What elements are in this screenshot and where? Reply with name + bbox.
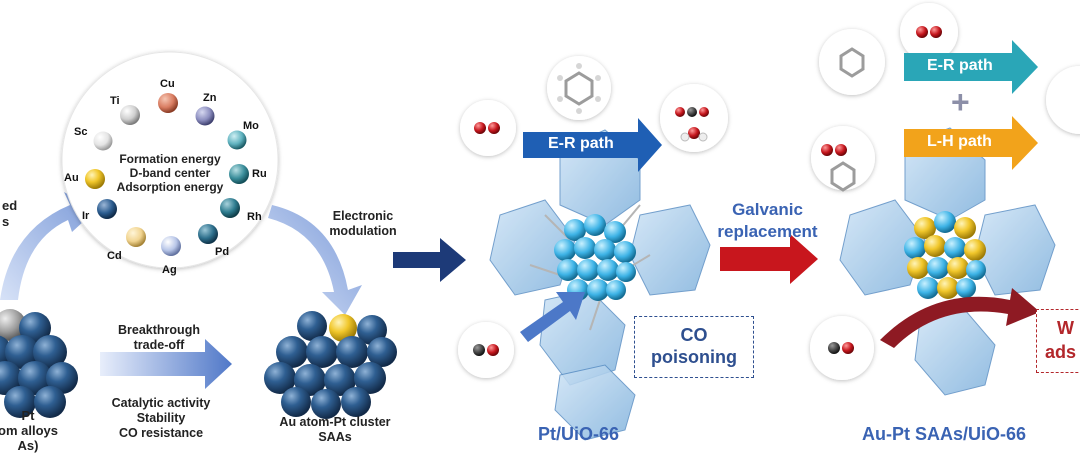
benzene-atoms xyxy=(557,63,601,114)
element-label-ag: Ag xyxy=(162,264,177,276)
cut-label-top-2: s xyxy=(2,214,10,229)
benzene-molecule-icon xyxy=(564,71,594,106)
weak-adsorption-text: W ads xyxy=(1045,316,1076,364)
modulation-label: Electronic modulation xyxy=(318,209,408,239)
cut-label-top-1: ed xyxy=(2,198,18,213)
element-spheres xyxy=(85,93,249,256)
plus-sign: + xyxy=(951,84,970,120)
galvanic-label-2: replacement xyxy=(717,222,818,241)
element-label-pd: Pd xyxy=(215,246,230,258)
o2-molecule-icon-right-top xyxy=(916,26,942,38)
element-label-cd: Cd xyxy=(107,250,122,262)
element-label-ru: Ru xyxy=(252,168,267,180)
element-label-rh: Rh xyxy=(247,211,262,223)
descriptor-adsorption: Adsorption energy xyxy=(116,180,224,194)
element-label-zn: Zn xyxy=(203,92,217,104)
lh-path-label-right: L-H path xyxy=(927,133,992,150)
co-molecule-icon-right xyxy=(828,342,854,354)
o2-molecule-icon-right-mid xyxy=(821,144,847,156)
co-molecule-icon xyxy=(473,344,499,356)
pt-alloy-label: Pt om alloys As) xyxy=(0,408,68,453)
au-pt-saa-cluster xyxy=(904,211,986,299)
weak-adsorption-curve-arrow xyxy=(880,288,1040,348)
pt-nanocluster xyxy=(554,214,636,301)
pt-alloy-label-3: As) xyxy=(17,438,39,453)
product-label-1: Au atom-Pt cluster xyxy=(279,415,391,429)
weak-adsorption-line-2: ads xyxy=(1045,342,1077,362)
element-label-mo: Mo xyxy=(243,120,259,132)
navy-arrow xyxy=(393,238,466,282)
property-co-resistance: CO resistance xyxy=(118,426,204,440)
caption-au-pt-saas: Au-Pt SAAs/UiO-66 xyxy=(862,424,1027,444)
modulation-label-2: modulation xyxy=(329,224,397,238)
cut-label-top: ed s xyxy=(2,198,17,230)
galvanic-label-1: Galvanic xyxy=(732,200,803,219)
product-label: Au atom-Pt cluster SAAs xyxy=(270,415,400,445)
galvanic-label: Galvanic replacement xyxy=(700,199,835,243)
element-label-ti: Ti xyxy=(110,95,120,107)
galvanic-replacement-arrow xyxy=(720,234,818,284)
element-label-cu: Cu xyxy=(160,78,175,90)
pt-alloy-label-1: Pt xyxy=(21,408,35,423)
property-list: Catalytic activity Stability CO resistan… xyxy=(95,396,227,441)
co-attack-arrow xyxy=(520,292,585,342)
weak-adsorption-box: W ads xyxy=(1036,309,1080,373)
element-label-sc: Sc xyxy=(74,126,88,138)
curved-arrow-upleft xyxy=(0,192,96,300)
er-path-arrow-right xyxy=(904,40,1038,94)
benzene-molecule-icon-right xyxy=(830,47,865,192)
descriptor-list: Formation energy D-band center Adsorptio… xyxy=(105,152,235,194)
co-poisoning-line-2: poisoning xyxy=(651,347,737,367)
er-path-label-right: E-R path xyxy=(927,57,993,74)
pt-alloy-cluster-left xyxy=(0,309,78,418)
o2-molecule-icon xyxy=(474,122,500,134)
modulation-label-1: Electronic xyxy=(332,209,394,223)
au-pt-cluster-product xyxy=(264,311,397,419)
breakthrough-label: Breakthrough trade-off xyxy=(100,323,218,353)
framework-linkers-mid xyxy=(529,204,651,331)
er-path-arrow-mid xyxy=(523,118,662,172)
lh-path-arrow-right xyxy=(904,116,1038,170)
er-path-label-mid: E-R path xyxy=(548,135,614,152)
co-poisoning-box: CO poisoning xyxy=(634,316,754,378)
descriptor-formation: Formation energy xyxy=(119,152,221,166)
pt-alloy-label-2: om alloys xyxy=(0,423,58,438)
co-poisoning-line-1: CO xyxy=(680,325,708,345)
weak-adsorption-line-1: W xyxy=(1057,318,1074,338)
breakthrough-label-2: trade-off xyxy=(133,338,185,352)
caption-pt-uio66: Pt/UiO-66 xyxy=(538,424,620,444)
property-stability: Stability xyxy=(136,411,186,425)
co2-h2o-molecule-icon xyxy=(675,107,709,142)
breakthrough-label-1: Breakthrough xyxy=(118,323,200,337)
curved-arrow-downright xyxy=(268,205,362,315)
element-label-ir: Ir xyxy=(82,210,90,222)
property-activity: Catalytic activity xyxy=(111,396,211,410)
element-label-au: Au xyxy=(64,172,79,184)
co-poisoning-text: CO poisoning xyxy=(635,324,753,368)
breakthrough-arrow xyxy=(100,339,232,389)
descriptor-dband: D-band center xyxy=(129,166,211,180)
product-label-2: SAAs xyxy=(318,430,352,444)
